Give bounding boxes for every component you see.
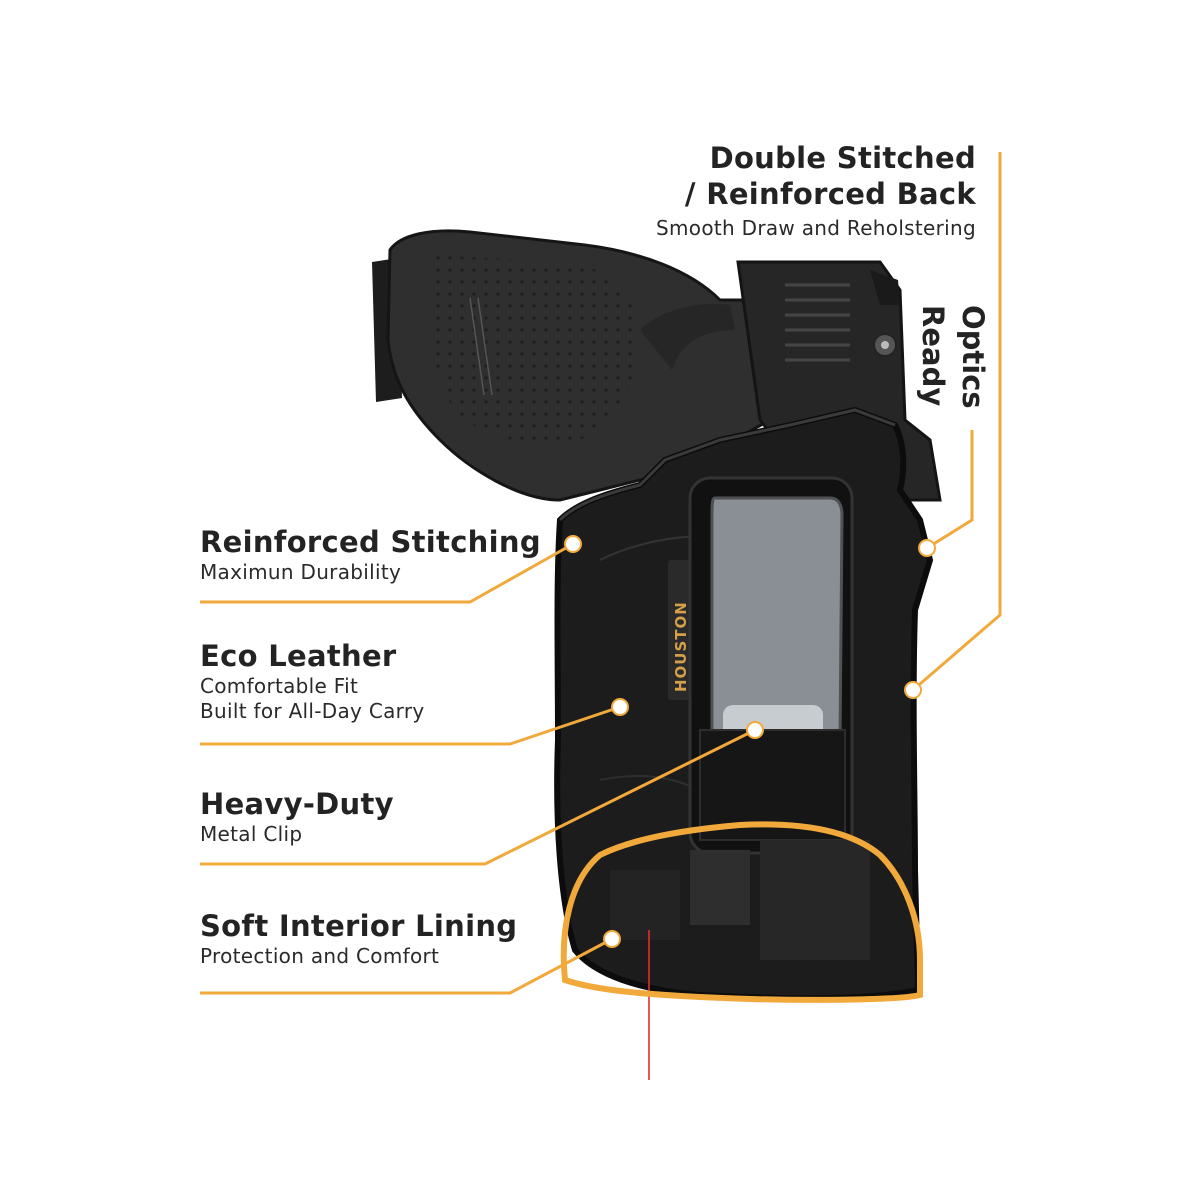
optics-line1: Optics (956, 305, 990, 409)
callout-double-stitched: Double Stitched / Reinforced Back Smooth… (656, 140, 976, 241)
callout-subtitle: Maximun Durability (200, 560, 402, 584)
leader-dot-optics (918, 539, 936, 557)
callout-soft-lining: Soft Interior Lining Protection and Comf… (200, 908, 517, 969)
leader-dot-double-stitched (904, 681, 922, 699)
laser-beam-icon (610, 840, 870, 1080)
optics-line2: Ready (916, 305, 950, 407)
callout-reinforced-stitching: Reinforced Stitching Maximun Durability (200, 524, 541, 585)
callout-heavy-duty: Heavy-Duty Metal Clip (200, 786, 394, 847)
callout-subtitle-line1: Comfortable Fit (200, 674, 359, 698)
leader-lines (200, 152, 1002, 995)
callout-title-line1: Double Stitched (709, 141, 976, 175)
callout-title: Heavy-Duty (200, 787, 394, 821)
callout-title: Soft Interior Lining (200, 909, 518, 943)
callout-title-line2: / Reinforced Back (684, 177, 976, 211)
callout-subtitle: Smooth Draw and Reholstering (656, 216, 976, 240)
lining-outline (560, 821, 923, 1003)
leader-dot-eco-leather (611, 698, 629, 716)
leader-dot-soft-lining (603, 930, 621, 948)
callout-eco-leather: Eco Leather Comfortable Fit Built for Al… (200, 638, 424, 724)
brand-label: HOUSTON (672, 601, 690, 692)
callout-optics-ready: Optics Ready (915, 305, 995, 415)
leader-dot-reinforced-stitching (564, 535, 582, 553)
callout-subtitle-line2: Built for All-Day Carry (200, 699, 425, 723)
leader-dots (564, 535, 936, 948)
leader-dot-heavy-duty (746, 721, 764, 739)
callout-subtitle: Metal Clip (200, 822, 303, 846)
callout-subtitle: Protection and Comfort (200, 944, 440, 968)
callout-title: Reinforced Stitching (200, 525, 541, 559)
metal-clip-icon (688, 476, 854, 855)
callout-title: Eco Leather (200, 639, 397, 673)
